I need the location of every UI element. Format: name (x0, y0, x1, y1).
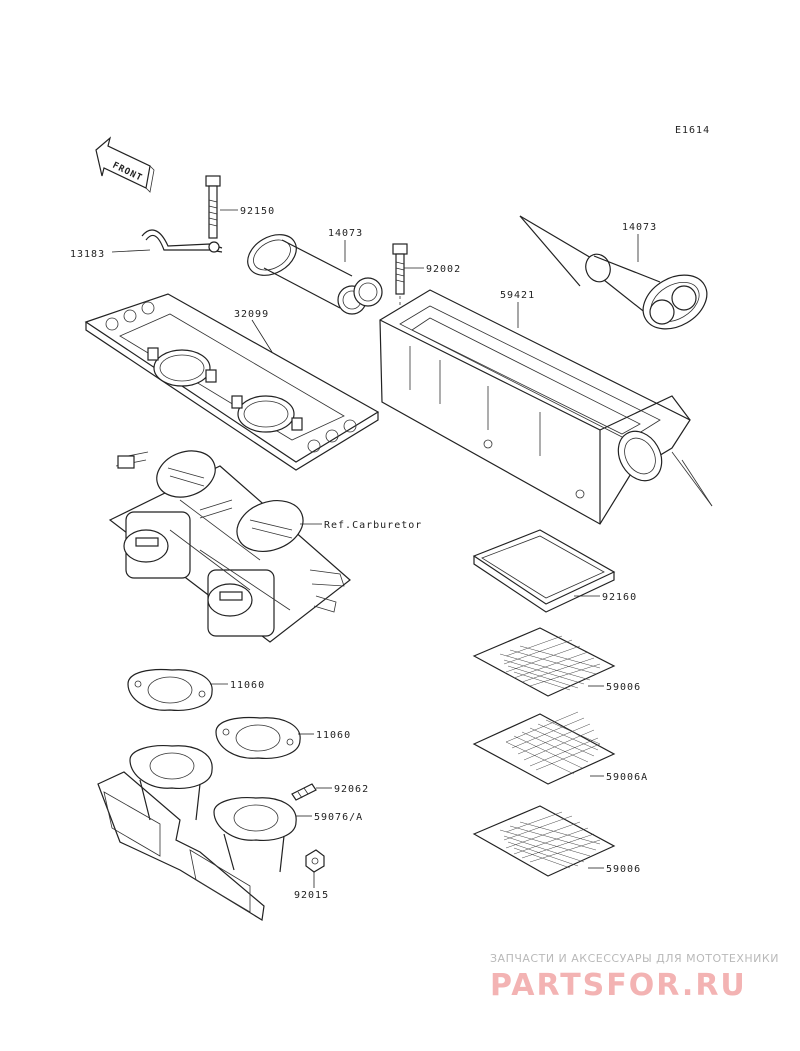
label-13183: 13183 (70, 249, 105, 260)
label-92150: 92150 (240, 206, 275, 217)
stud-92062 (291, 783, 332, 801)
screen-59006-upper (472, 627, 616, 697)
base-plate-32099 (84, 293, 380, 471)
label-92062: 92062 (334, 784, 369, 795)
label-59006-lower: 59006 (606, 864, 641, 875)
front-arrow-icon: FRONT (95, 136, 155, 193)
carburetor-assembly (108, 450, 351, 643)
gasket-11060-lower (215, 716, 314, 759)
watermark-brand: PARTSFOR.RU (490, 968, 747, 1003)
label-92002: 92002 (426, 264, 461, 275)
label-11060-upper: 11060 (230, 680, 265, 691)
gasket-11060-upper (127, 668, 228, 711)
label-92015: 92015 (294, 890, 329, 901)
label-59006-upper: 59006 (606, 682, 641, 693)
label-32099: 32099 (234, 309, 269, 320)
label-14073-right: 14073 (622, 222, 657, 233)
label-59076A: 59076/A (314, 812, 363, 823)
screen-59006-lower (472, 805, 616, 877)
manifold-59076A (97, 745, 312, 921)
diagram-code: E1614 (675, 125, 710, 136)
screen-59006A (472, 711, 616, 785)
gasket-frame-92160 (472, 529, 616, 613)
intake-pipe-14073-right (519, 215, 708, 330)
watermark-subtitle: ЗАПЧАСТИ И АКСЕССУАРЫ ДЛЯ МОТОТЕХНИКИ (490, 952, 779, 965)
label-11060-lower: 11060 (316, 730, 351, 741)
bolt-92150 (205, 175, 238, 239)
nut-92015 (305, 849, 325, 888)
airbox-59421 (379, 289, 713, 525)
label-59421: 59421 (500, 290, 535, 301)
label-59006A: 59006A (606, 772, 648, 783)
label-14073-left: 14073 (328, 228, 363, 239)
bracket-13183 (111, 229, 223, 253)
label-92160: 92160 (602, 592, 637, 603)
label-ref-carburetor: Ref.Carburetor (324, 520, 422, 531)
intake-pipe-14073-left (247, 234, 383, 315)
